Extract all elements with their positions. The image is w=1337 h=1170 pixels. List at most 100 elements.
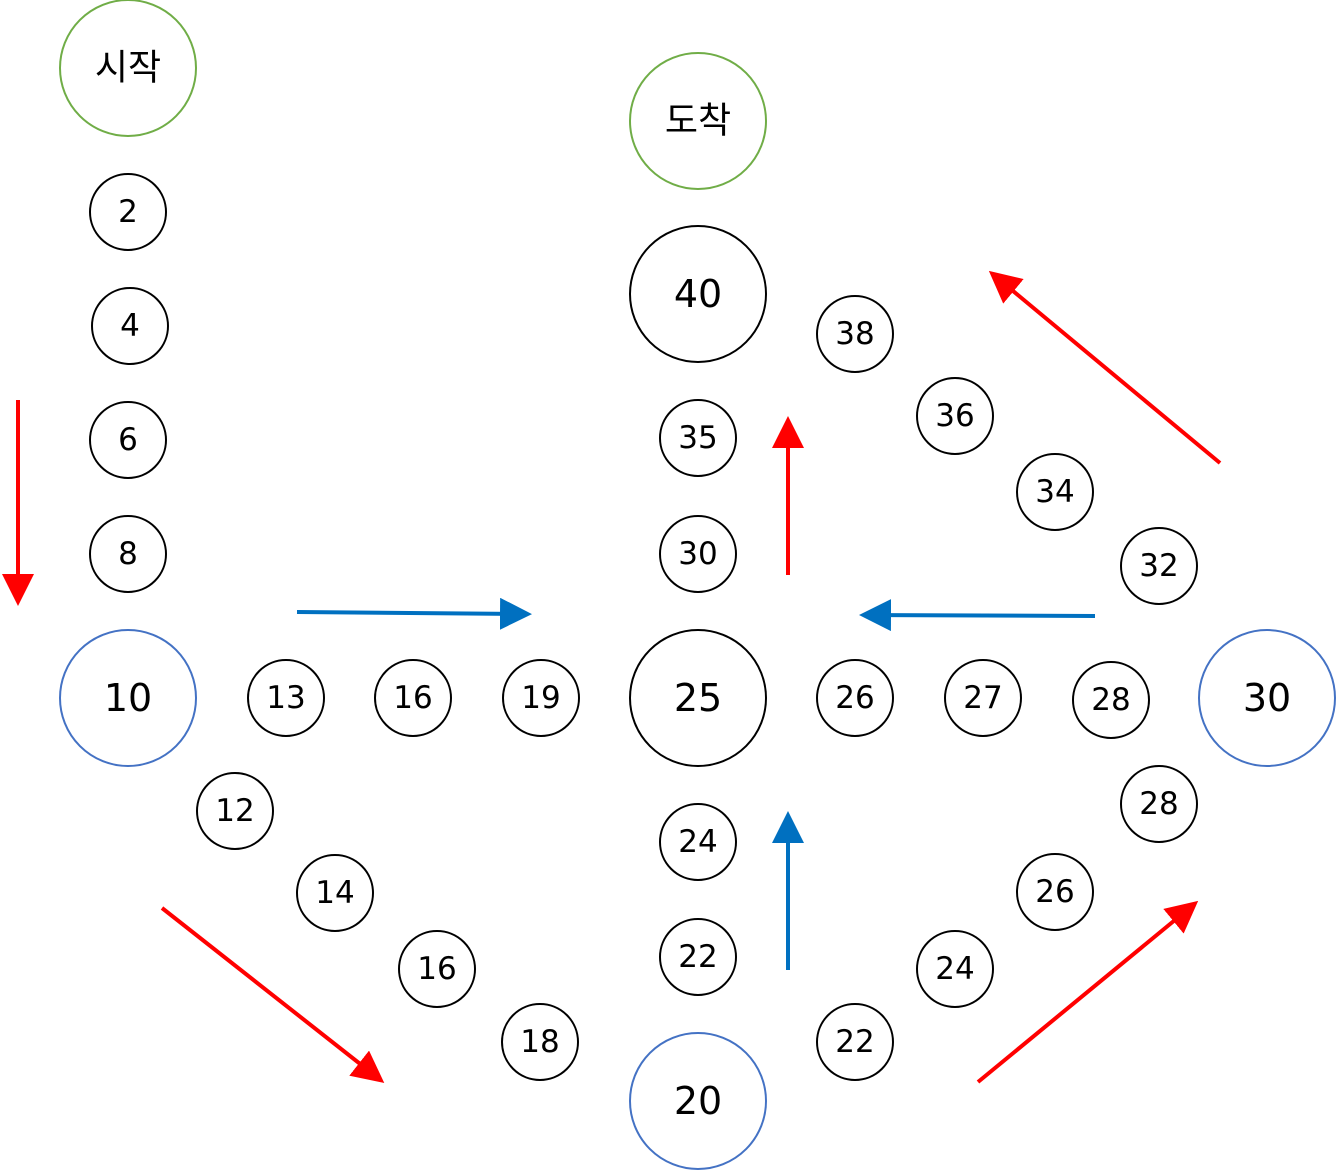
node-n28c: 28 bbox=[1072, 661, 1150, 739]
node-label: 22 bbox=[835, 1024, 874, 1060]
node-circle bbox=[1120, 765, 1198, 843]
node-circle bbox=[944, 659, 1022, 737]
node-n12: 12 bbox=[196, 772, 274, 850]
node-circle bbox=[816, 659, 894, 737]
arrow-diag-up-right bbox=[976, 900, 1199, 1084]
node-n16b: 16 bbox=[398, 930, 476, 1008]
node-n22r: 22 bbox=[816, 1003, 894, 1081]
node-label: 16 bbox=[393, 680, 432, 716]
node-label: 30 bbox=[678, 536, 717, 572]
node-label: 12 bbox=[215, 793, 254, 829]
node-circle bbox=[1120, 527, 1198, 605]
node-label: 34 bbox=[1035, 474, 1074, 510]
node-n22c: 22 bbox=[659, 918, 737, 996]
node-label: 18 bbox=[520, 1024, 559, 1060]
node-label: 시작 bbox=[95, 48, 161, 89]
node-n14: 14 bbox=[296, 854, 374, 932]
node-n35: 35 bbox=[659, 399, 737, 477]
node-circle bbox=[247, 659, 325, 737]
node-label: 27 bbox=[963, 680, 1002, 716]
node-label: 36 bbox=[935, 398, 974, 434]
arrow-diag-down-right bbox=[160, 906, 385, 1083]
node-label: 26 bbox=[1035, 874, 1074, 910]
node-label: 13 bbox=[266, 680, 305, 716]
node-n13: 13 bbox=[247, 659, 325, 737]
node-n40: 40 bbox=[629, 225, 767, 363]
arrow-center-left-blue bbox=[859, 599, 1096, 632]
node-circle bbox=[629, 225, 767, 363]
node-n18: 18 bbox=[501, 1003, 579, 1081]
node-circle bbox=[659, 918, 737, 996]
node-circle bbox=[659, 399, 737, 477]
node-circle bbox=[398, 930, 476, 1008]
node-label: 28 bbox=[1091, 682, 1130, 718]
node-circle bbox=[89, 401, 167, 479]
node-label: 도착 bbox=[665, 101, 731, 142]
node-circle bbox=[296, 854, 374, 932]
node-circle bbox=[1072, 661, 1150, 739]
node-n26r: 26 bbox=[1016, 853, 1094, 931]
node-n19: 19 bbox=[502, 659, 580, 737]
node-circle bbox=[816, 295, 894, 373]
node-n25: 25 bbox=[629, 629, 767, 767]
node-label: 30 bbox=[1243, 676, 1291, 720]
node-n8: 8 bbox=[89, 515, 167, 593]
node-finish: 도착 bbox=[629, 52, 767, 190]
node-n6: 6 bbox=[89, 401, 167, 479]
nodes-layer: 시작246810121416182022242628303234363840도착… bbox=[59, 0, 1336, 1170]
node-circle bbox=[1016, 453, 1094, 531]
node-label: 14 bbox=[315, 875, 354, 911]
arrow-diag-up-left bbox=[988, 270, 1222, 465]
node-circle bbox=[629, 52, 767, 190]
node-n20: 20 bbox=[629, 1032, 767, 1170]
node-label: 25 bbox=[674, 676, 722, 720]
node-n36: 36 bbox=[916, 377, 994, 455]
node-circle bbox=[89, 173, 167, 251]
node-start: 시작 bbox=[59, 0, 197, 137]
node-n24c: 24 bbox=[659, 803, 737, 881]
arrows-layer bbox=[2, 270, 1222, 1084]
node-label: 24 bbox=[678, 824, 717, 860]
node-circle bbox=[629, 629, 767, 767]
node-n30: 30 bbox=[1198, 629, 1336, 767]
node-label: 32 bbox=[1139, 548, 1178, 584]
node-circle bbox=[502, 659, 580, 737]
node-circle bbox=[916, 930, 994, 1008]
node-label: 35 bbox=[678, 420, 717, 456]
node-label: 38 bbox=[835, 316, 874, 352]
node-circle bbox=[89, 515, 167, 593]
node-circle bbox=[501, 1003, 579, 1081]
node-n32: 32 bbox=[1120, 527, 1198, 605]
node-label: 28 bbox=[1139, 786, 1178, 822]
node-circle bbox=[59, 629, 197, 767]
arrow-center-right-blue bbox=[296, 597, 532, 630]
node-circle bbox=[1198, 629, 1336, 767]
node-n2: 2 bbox=[89, 173, 167, 251]
node-n28r: 28 bbox=[1120, 765, 1198, 843]
node-circle bbox=[374, 659, 452, 737]
node-n38: 38 bbox=[816, 295, 894, 373]
node-circle bbox=[59, 0, 197, 137]
node-label: 6 bbox=[118, 422, 138, 458]
node-n4: 4 bbox=[91, 287, 169, 365]
node-circle bbox=[629, 1032, 767, 1170]
node-label: 22 bbox=[678, 939, 717, 975]
node-n34: 34 bbox=[1016, 453, 1094, 531]
node-label: 24 bbox=[935, 951, 974, 987]
node-label: 16 bbox=[417, 951, 456, 987]
node-n26c: 26 bbox=[816, 659, 894, 737]
node-n30c: 30 bbox=[659, 515, 737, 593]
node-n27: 27 bbox=[944, 659, 1022, 737]
node-circle bbox=[816, 1003, 894, 1081]
node-label: 4 bbox=[120, 308, 140, 344]
node-circle bbox=[1016, 853, 1094, 931]
node-circle bbox=[659, 803, 737, 881]
node-n10: 10 bbox=[59, 629, 197, 767]
node-label: 20 bbox=[674, 1079, 722, 1123]
node-n16a: 16 bbox=[374, 659, 452, 737]
node-label: 40 bbox=[674, 272, 722, 316]
node-label: 19 bbox=[521, 680, 560, 716]
node-circle bbox=[91, 287, 169, 365]
node-circle bbox=[196, 772, 274, 850]
